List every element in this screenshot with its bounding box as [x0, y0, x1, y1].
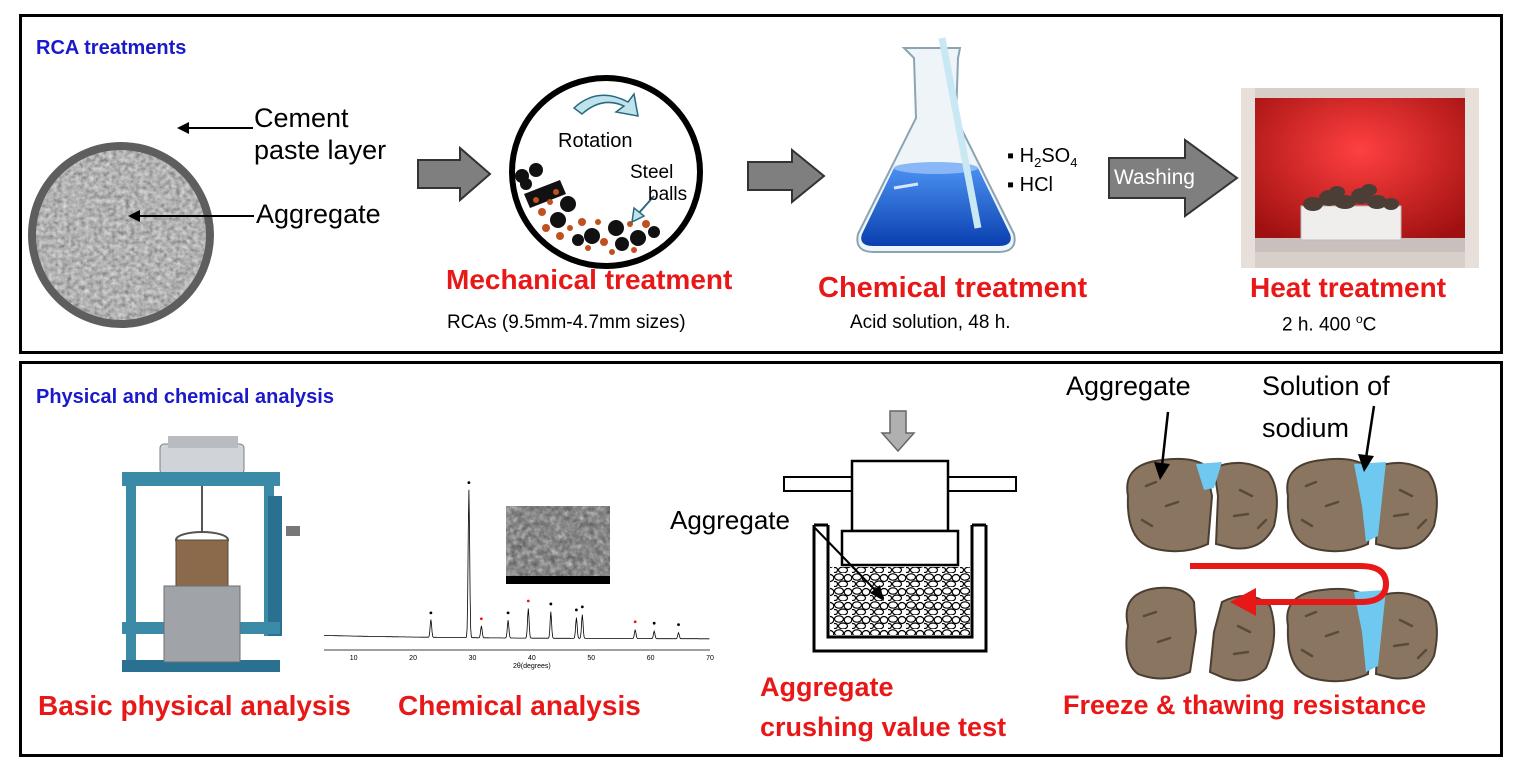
chemical-treatment-title: Chemical treatment: [818, 272, 1088, 304]
xrd-tick-label: 40: [528, 655, 536, 662]
freeze-solution-line2: sodium: [1262, 413, 1350, 443]
xrd-tick-label: 10: [350, 655, 358, 662]
panel-title: RCA treatments: [36, 37, 187, 59]
furnace-image: [1241, 88, 1479, 268]
heat-treatment-title: Heat treatment: [1250, 272, 1447, 303]
sem-micrograph: [506, 506, 610, 584]
xrd-axis-label: 2θ(degrees): [513, 663, 551, 670]
xrd-peak-marker: [652, 621, 656, 625]
xrd-peak-marker: [580, 605, 584, 609]
washing-arrow: [1108, 138, 1239, 218]
mechanical-caption: RCAs (9.5mm-4.7mm sizes): [447, 312, 686, 333]
xrd-tick-label: 60: [647, 655, 655, 662]
xrd-peak-marker: [526, 599, 530, 603]
mechanical-treatment-title: Mechanical treatment: [446, 264, 733, 295]
xrd-trace: [324, 489, 710, 640]
chemical-caption: Acid solution, 48 h.: [850, 312, 1011, 333]
flow-arrow-1: [417, 145, 492, 203]
freeze-thaw-diagram: [1125, 405, 1439, 683]
cement-label-line2: paste layer: [254, 135, 387, 165]
xrd-peak-marker: [479, 617, 483, 621]
xrd-peak-marker: [633, 620, 637, 624]
heat-caption: 2 h. 400 oC: [1282, 312, 1377, 336]
aggregate-pointer-arrow: [128, 210, 254, 222]
freeze-aggregate-label: Aggregate: [1066, 371, 1191, 401]
xrd-tick-label: 20: [409, 655, 417, 662]
xrd-peak-marker: [549, 602, 553, 606]
crushing-title-line1: Aggregate: [760, 672, 894, 702]
rotation-label: Rotation: [558, 130, 633, 152]
xrd-peak-marker: [467, 481, 471, 484]
acid-bullet-2: ▪ HCl: [1007, 174, 1053, 196]
xrd-tick-label: 30: [469, 655, 477, 662]
xrd-peak-marker: [574, 608, 578, 612]
chemical-analysis-title: Chemical analysis: [398, 690, 641, 721]
freeze-thaw-title: Freeze & thawing resistance: [1063, 690, 1427, 720]
flask-icon: [856, 37, 1016, 253]
cement-label-line1: Cement: [254, 103, 349, 133]
acid-bullet-1: ▪ H2SO4: [1007, 145, 1078, 170]
freeze-solution-line1: Solution of: [1262, 371, 1390, 401]
xrd-tick-label: 50: [587, 655, 595, 662]
crushing-apparatus: [783, 410, 1017, 653]
washing-label: Washing: [1114, 166, 1195, 189]
xrd-peak-marker: [429, 611, 433, 615]
aggregate-cross-section: [28, 142, 214, 328]
aggregate-label: Aggregate: [256, 199, 381, 229]
physical-apparatus-image: [122, 436, 300, 672]
panel-title: Physical and chemical analysis: [36, 386, 334, 408]
crushing-title-line2: crushing value test: [760, 712, 1007, 742]
xrd-peak-marker: [677, 623, 680, 627]
steel-label-line2: balls: [648, 184, 688, 205]
cement-pointer-arrow: [177, 122, 253, 134]
rotating-drum: [509, 75, 703, 269]
crushing-aggregate-label: Aggregate: [670, 505, 790, 535]
xrd-tick-label: 70: [706, 655, 714, 662]
steel-label-line1: Steel: [630, 162, 674, 183]
xrd-peak-marker: [506, 611, 510, 615]
xrd-pattern: 10 20 30 40 50 60 70 2θ(degrees): [324, 481, 714, 670]
flow-arrow-2: [747, 147, 826, 205]
basic-physical-title: Basic physical analysis: [38, 690, 351, 721]
